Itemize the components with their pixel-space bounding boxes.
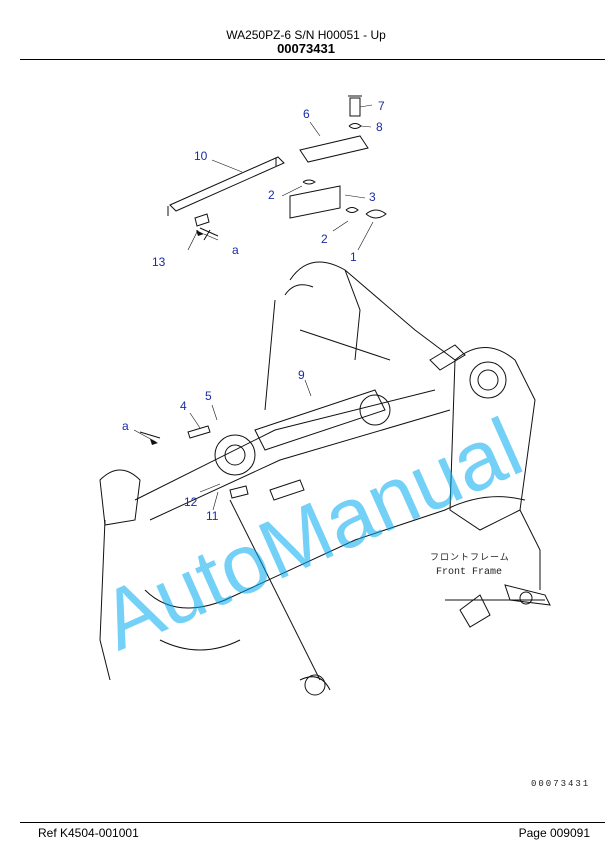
callout-label: 1 [350,250,357,264]
footer-ref: Ref K4504-001001 [38,826,139,840]
callout-label: 5 [205,389,212,403]
callout-label: 2 [268,188,275,202]
leader-lines [133,104,374,511]
callout-label: 12 [184,495,198,509]
footer-rule [20,822,605,823]
callout-label: 3 [369,190,376,204]
callout-label: 10 [194,149,208,163]
callout-label: 7 [378,99,385,113]
callout-label: a [232,243,239,257]
callout-label: 2 [321,232,328,246]
arrow-a-upper [196,230,204,236]
arrow-a-lower [150,439,158,445]
callout-label: 13 [152,255,166,269]
frame-linework [99,95,551,696]
footer-page: Page 009091 [518,826,590,840]
callout-label: 11 [206,509,219,523]
header-code: 00073431 [277,41,335,56]
figure-number: 00073431 [531,779,590,789]
front-frame-label-jp: フロントフレーム [430,552,510,563]
header-title: WA250PZ-6 S/N H00051 - Up [226,28,386,42]
callout-label: 6 [303,107,310,121]
parts-diagram: 7 8 6 10 2 3 2 1 13 a 9 5 4 a 12 11 フロント… [87,95,590,789]
callout-label: 4 [180,399,187,413]
callout-label: 9 [298,368,305,382]
callout-label: a [122,419,129,433]
header-rule [20,59,605,60]
callout-label: 8 [376,120,383,134]
watermark: AutoManual [87,400,535,668]
front-frame-label-en: Front Frame [436,567,502,578]
